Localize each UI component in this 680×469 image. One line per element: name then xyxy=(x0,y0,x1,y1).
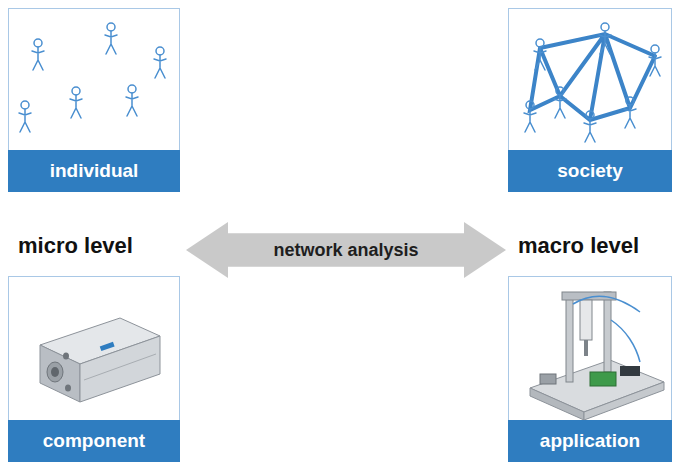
label-band: individual xyxy=(8,150,180,192)
individual-panel: individual xyxy=(8,8,180,192)
arrow-body xyxy=(186,222,506,278)
arrow-label: network analysis xyxy=(186,240,506,261)
label-band: application xyxy=(508,420,672,462)
panel-label: application xyxy=(540,430,640,452)
social-network xyxy=(524,23,661,142)
panel-label: society xyxy=(557,160,622,182)
society-panel: society xyxy=(508,8,672,192)
label-band: component xyxy=(8,420,180,462)
handling-station xyxy=(530,292,664,420)
label-band: society xyxy=(508,150,672,192)
double-arrow: network analysis xyxy=(186,222,506,278)
level-label: macro level xyxy=(518,233,639,259)
panel-label: component xyxy=(43,430,145,452)
level-label: micro level xyxy=(18,233,133,259)
component-panel: component xyxy=(8,276,180,462)
application-panel: application xyxy=(508,276,672,462)
stick-figures xyxy=(19,23,166,132)
cylinder-component xyxy=(40,318,160,402)
panel-label: individual xyxy=(50,160,139,182)
